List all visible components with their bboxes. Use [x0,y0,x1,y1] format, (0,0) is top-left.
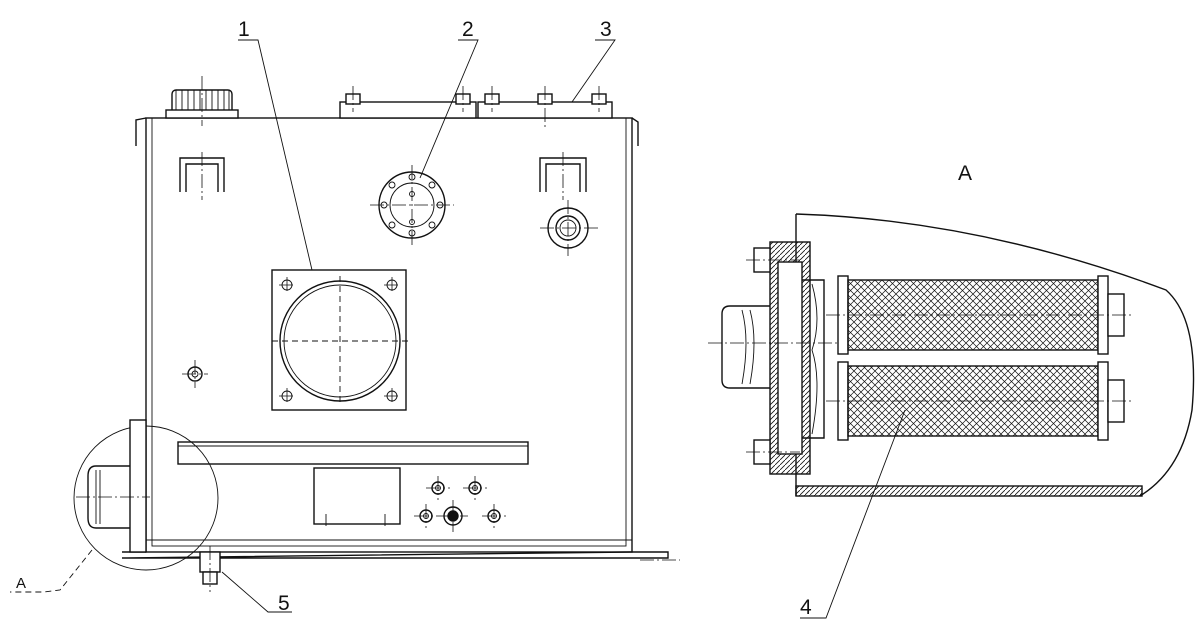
leader-2 [419,39,479,179]
leader-3 [571,39,616,103]
flange-bolts [746,247,800,465]
break-outline [795,213,1195,497]
inlet-pipe [708,305,840,389]
nameplate [313,467,401,525]
leader-5 [221,571,292,613]
inspection-cover [271,269,410,411]
detail-circle-a [73,419,219,571]
leader-4 [800,409,906,619]
detail-view-a [708,213,1195,619]
callout-5: 5 [278,592,290,615]
drain-plug-left [182,360,208,388]
top-cover-plates [339,86,613,130]
housing-bottom [795,485,1143,497]
detail-view-title: A [958,162,972,185]
callout-1: 1 [238,18,250,41]
filter-element-lower [826,361,1134,441]
detail-reference-label: A [16,575,26,592]
drain-valve [199,546,221,592]
round-port [540,200,600,256]
tank-front-view [73,76,680,592]
tank-left-lip [135,117,147,146]
level-gauge-bar [177,441,529,465]
port-cluster [414,476,506,532]
callout-3: 3 [600,18,612,41]
filter-element-upper [826,275,1134,355]
inner-connector [802,279,825,439]
leader-detail-a [10,549,93,593]
callout-4: 4 [800,596,812,619]
filler-cap [165,76,239,126]
callout-2: 2 [462,18,474,41]
leader-1 [238,39,313,271]
leader-lines [10,39,616,613]
tank-body [145,117,633,553]
tank-right-lip [631,117,639,146]
circular-flange [370,165,454,246]
